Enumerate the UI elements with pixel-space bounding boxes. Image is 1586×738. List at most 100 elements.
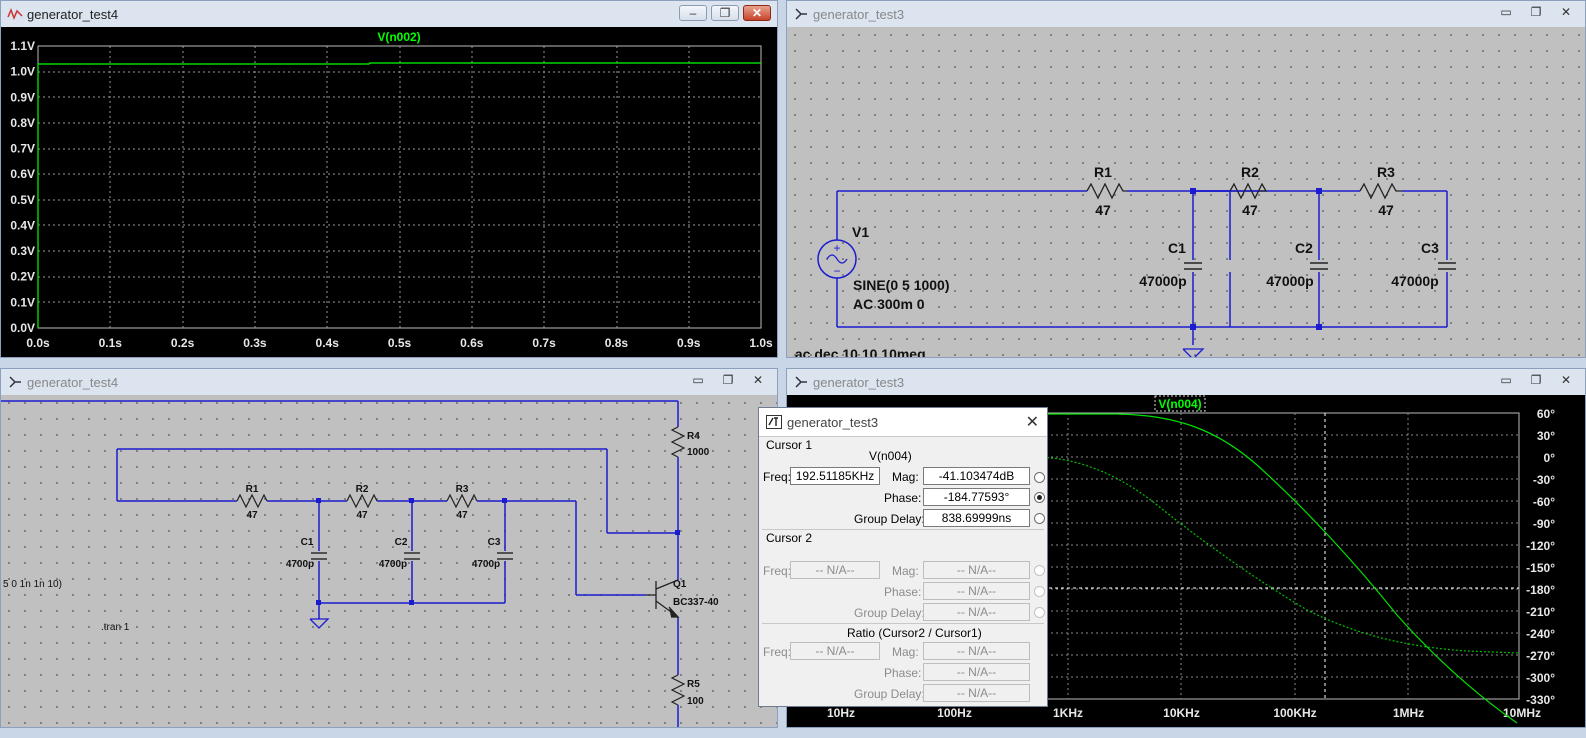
transistor-q1[interactable]: [646, 579, 680, 618]
c2-mag-field[interactable]: -- N/A--: [923, 561, 1030, 579]
voltage-source-v1[interactable]: + −: [817, 239, 857, 279]
c1-phase-radio[interactable]: [1034, 492, 1045, 503]
y-tick-5: 0.6V: [10, 167, 35, 181]
c1-gd-field[interactable]: 838.69999ns: [923, 509, 1030, 527]
phase-tick-7: -150°: [1526, 561, 1555, 575]
c3-value[interactable]: 47000p: [1391, 273, 1438, 289]
v1-ac[interactable]: AC 300m 0: [853, 296, 925, 312]
separator: [762, 623, 1044, 624]
x-tick-9: 0.9s: [677, 336, 701, 350]
q1-model[interactable]: BC337-40: [673, 597, 719, 608]
c2-gd-field[interactable]: -- N/A--: [923, 603, 1030, 621]
ratio-freq-field[interactable]: -- N/A--: [790, 642, 880, 660]
c2-value[interactable]: 4700p: [379, 559, 407, 570]
minimize-button[interactable]: ▭: [692, 373, 704, 387]
c3-value[interactable]: 4700p: [472, 559, 500, 570]
r1-value[interactable]: 47: [246, 510, 258, 521]
dialog-close-button[interactable]: ✕: [1025, 414, 1039, 431]
ac-directive[interactable]: .ac dec 10 10 10meg: [791, 346, 926, 357]
trace-v-n002[interactable]: [37, 62, 761, 328]
restore-button[interactable]: ❐: [1530, 373, 1542, 387]
r4-label[interactable]: R4: [687, 431, 700, 442]
close-button[interactable]: ✕: [1560, 5, 1572, 19]
close-button[interactable]: ✕: [1560, 373, 1572, 387]
freq-tick-6: 10MHz: [1503, 706, 1541, 720]
transient-plot-svg[interactable]: V(n002) 1.1V1.0V0.9V0.8V0.7V0.6V0.5V0.4V…: [1, 27, 777, 357]
r2-label[interactable]: R2: [1241, 164, 1259, 180]
bode-plot-svg[interactable]: V(n004) 60°30°0°-30°-60°-90°-120°-150°-1…: [787, 395, 1585, 727]
schematic-svg[interactable]: + − R1 47 R2 47 R3 47 C1 47000p C2 470: [787, 27, 1585, 357]
x-tick-10: 1.0s: [749, 336, 773, 350]
wires: [1, 400, 679, 727]
c1-freq-field[interactable]: 192.51185KHz: [790, 467, 880, 485]
y-tick-7: 0.4V: [10, 218, 35, 232]
v1-sine[interactable]: SINE(0 5 1000): [853, 277, 950, 293]
c2-freq-field[interactable]: -- N/A--: [790, 561, 880, 579]
restore-button[interactable]: ❐: [722, 373, 734, 387]
window-titlebar[interactable]: generator_test3 ▭ ❐ ✕: [787, 1, 1585, 28]
r3-value[interactable]: 47: [1378, 202, 1394, 218]
v1-label[interactable]: V1: [852, 224, 869, 240]
schematic-canvas[interactable]: R1 47 R2 47 R3 47 R4 1000 R5 100 C1 4700…: [1, 395, 777, 727]
c1-value[interactable]: 4700p: [286, 559, 314, 570]
r5-value[interactable]: 100: [687, 696, 704, 707]
r3-label[interactable]: R3: [456, 484, 469, 495]
r1-label[interactable]: R1: [246, 484, 259, 495]
trace-phase[interactable]: [791, 456, 1520, 654]
schematic-svg[interactable]: R1 47 R2 47 R3 47 R4 1000 R5 100 C1 4700…: [1, 395, 777, 727]
schematic-canvas[interactable]: + − R1 47 R2 47 R3 47 C1 47000p C2 470: [787, 27, 1585, 357]
trace-magnitude[interactable]: [791, 413, 1518, 724]
c2-phase-radio[interactable]: [1034, 586, 1045, 597]
trace-label[interactable]: V(n004): [1158, 397, 1201, 411]
r1-label[interactable]: R1: [1094, 164, 1112, 180]
ratio-mag-field[interactable]: -- N/A--: [923, 642, 1030, 660]
phase-tick-3: -30°: [1533, 473, 1555, 487]
c2-label[interactable]: C2: [395, 537, 408, 548]
close-button[interactable]: ✕: [752, 373, 764, 387]
c1-phase-field[interactable]: -184.77593°: [923, 488, 1030, 506]
c3-label[interactable]: C3: [1421, 240, 1439, 256]
ratio-phase-field[interactable]: -- N/A--: [923, 663, 1030, 681]
ratio-gd-field[interactable]: -- N/A--: [923, 684, 1030, 702]
c1-mag-field[interactable]: -41.103474dB: [923, 467, 1030, 485]
r5-label[interactable]: R5: [687, 679, 700, 690]
close-button[interactable]: ✕: [743, 5, 771, 21]
minimize-button[interactable]: –: [679, 5, 707, 21]
r1-value[interactable]: 47: [1095, 202, 1111, 218]
window-titlebar[interactable]: generator_test4 – ❐ ✕: [1, 1, 777, 28]
dialog-titlebar[interactable]: generator_test3 ✕: [759, 408, 1047, 437]
phase-tick-10: -240°: [1526, 627, 1555, 641]
window-titlebar[interactable]: generator_test4 ▭ ❐ ✕: [1, 369, 777, 396]
c2-value[interactable]: 47000p: [1266, 273, 1313, 289]
freq-tick-3: 10KHz: [1163, 706, 1200, 720]
q1-label[interactable]: Q1: [673, 579, 687, 590]
c2-mag-radio[interactable]: [1034, 565, 1045, 576]
c2-gd-radio[interactable]: [1034, 607, 1045, 618]
r2-label[interactable]: R2: [356, 484, 369, 495]
c2-label[interactable]: C2: [1295, 240, 1313, 256]
r3-value[interactable]: 47: [456, 510, 468, 521]
restore-button[interactable]: ❐: [711, 5, 739, 21]
svg-text:−: −: [833, 264, 840, 278]
window-titlebar[interactable]: generator_test3 ▭ ❐ ✕: [787, 369, 1585, 396]
minimize-button[interactable]: ▭: [1500, 5, 1512, 19]
r4-value[interactable]: 1000: [687, 447, 710, 458]
c1-label[interactable]: C1: [301, 537, 314, 548]
c3-label[interactable]: C3: [488, 537, 501, 548]
r2-value[interactable]: 47: [1242, 202, 1258, 218]
c1-label[interactable]: C1: [1168, 240, 1186, 256]
r3-label[interactable]: R3: [1377, 164, 1395, 180]
c1-gd-radio[interactable]: [1034, 513, 1045, 524]
trace-label[interactable]: V(n002): [377, 30, 420, 44]
tran-directive[interactable]: .tran 1: [101, 622, 130, 633]
c1-mag-radio[interactable]: [1034, 472, 1045, 483]
pulse-source-text[interactable]: 5 0 1n 1n 10): [3, 579, 62, 590]
ltspice-icon: [766, 415, 782, 429]
r2-value[interactable]: 47: [356, 510, 368, 521]
c2-mag-label: Mag:: [892, 564, 919, 578]
c1-value[interactable]: 47000p: [1139, 273, 1186, 289]
restore-button[interactable]: ❐: [1530, 5, 1542, 19]
c2-phase-field[interactable]: -- N/A--: [923, 582, 1030, 600]
minimize-button[interactable]: ▭: [1500, 373, 1512, 387]
